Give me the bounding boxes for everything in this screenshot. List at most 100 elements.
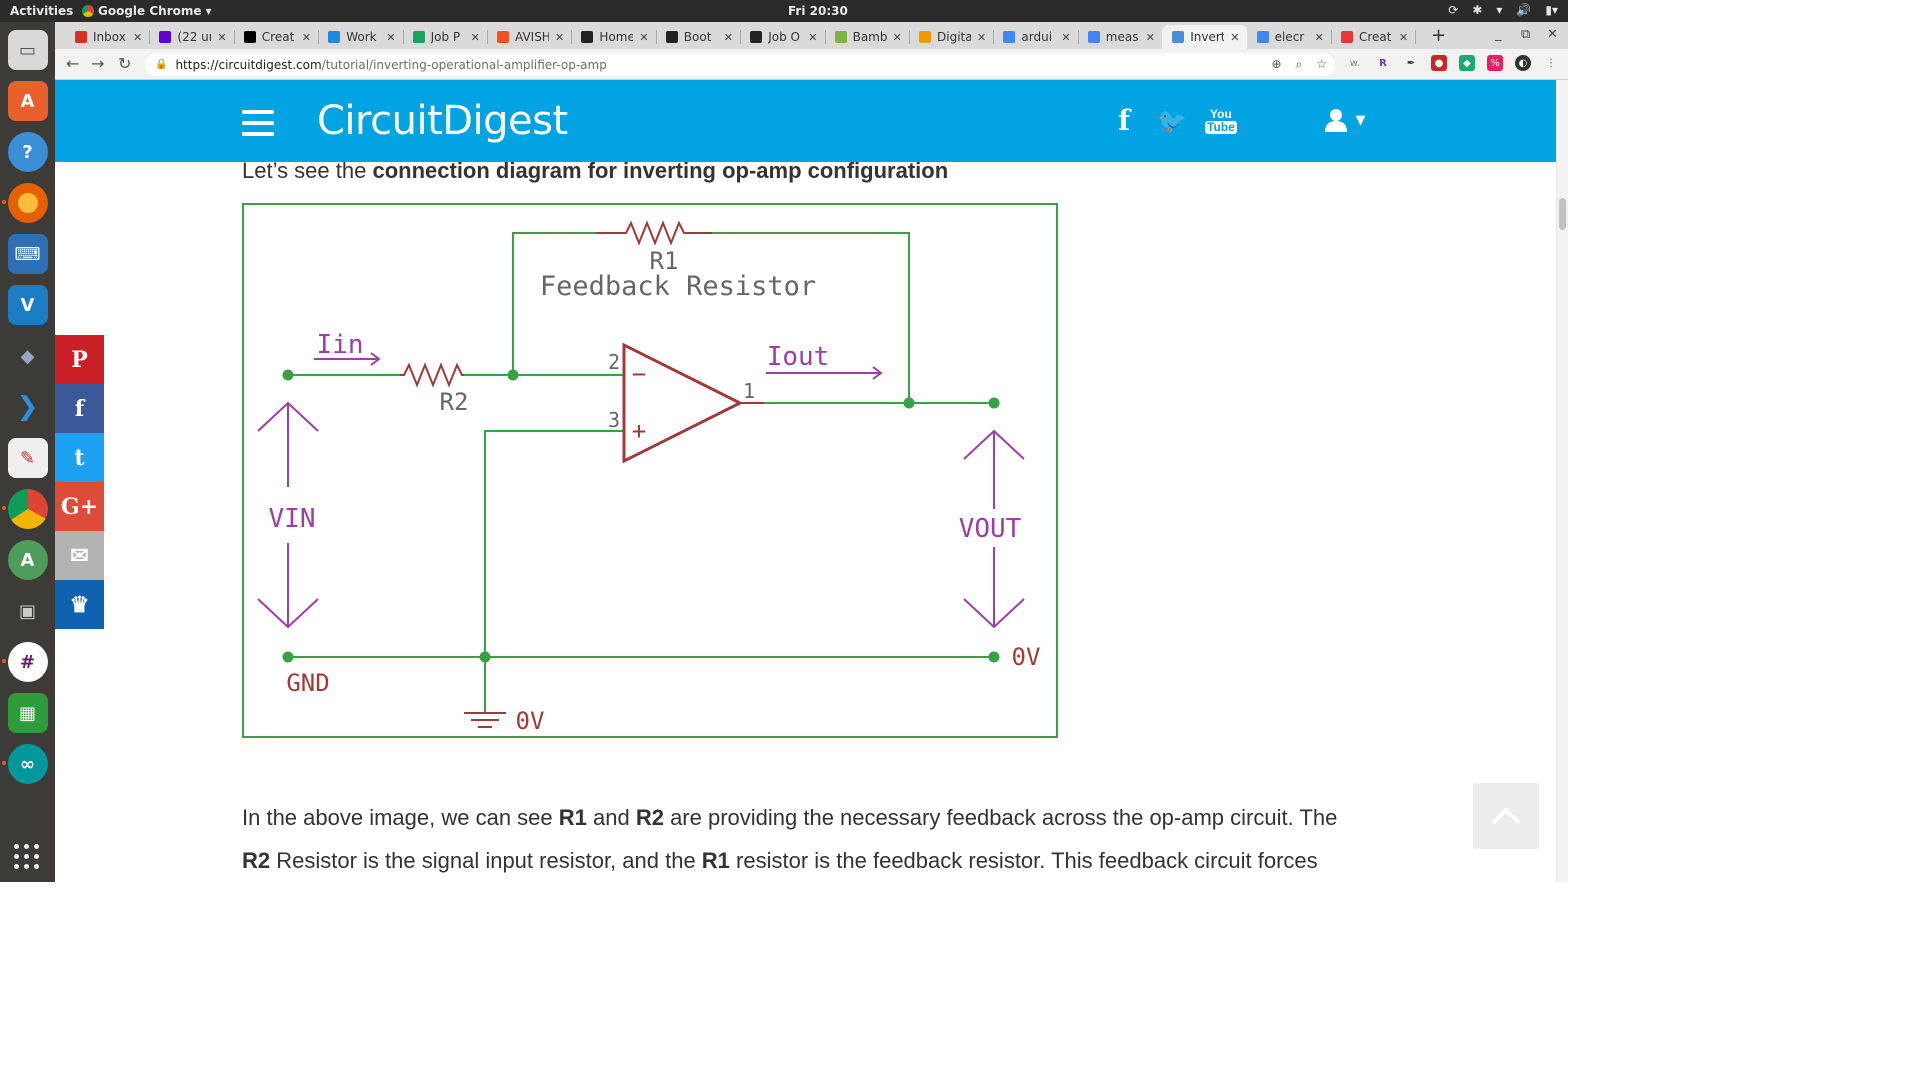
software-center-icon[interactable]: A [7,81,48,121]
wifi-icon[interactable]: ▾ [1496,3,1503,17]
close-tab-icon[interactable]: ✕ [1314,30,1324,44]
user-account-menu[interactable]: ▼ [1325,108,1365,136]
minimize-button[interactable]: _ [1495,27,1502,42]
chrome-menu-icon[interactable]: ⋮ [1546,57,1556,69]
browser-tab[interactable]: Job P✕ [403,25,487,49]
facebook-icon[interactable]: f [1118,104,1131,137]
pink-extension-icon[interactable]: % [1487,55,1503,71]
close-tab-icon[interactable]: ✕ [217,30,227,44]
close-tab-icon[interactable]: ✕ [808,30,818,44]
browser-tab[interactable]: Creat✕ [234,25,318,49]
close-tab-icon[interactable]: ✕ [1230,30,1240,44]
site-logo[interactable]: CircuitDigest [317,98,568,144]
browser-tab[interactable]: Work✕ [318,25,402,49]
email-share-icon[interactable]: ✉ [55,531,104,580]
op-amp-triangle [622,342,744,464]
vue-code-icon[interactable]: V [7,285,48,325]
twitter-share-icon[interactable]: t [55,433,104,482]
slack-icon[interactable]: # [1,642,48,682]
reload-button[interactable]: ↻ [118,54,132,73]
hamburger-menu-icon[interactable] [242,110,274,136]
browser-tab[interactable]: Invert✕ [1162,25,1247,49]
slack-tray-icon[interactable]: ✱ [1472,3,1483,17]
sumome-share-icon[interactable]: ♛ [55,580,104,629]
junction-node [282,369,294,381]
close-tab-icon[interactable]: ✕ [470,30,480,44]
chrome-icon[interactable] [1,489,48,529]
sync-icon[interactable]: ⟳ [1448,3,1459,17]
translate-icon[interactable]: ⊕ [1271,57,1282,71]
twitter-icon[interactable]: 🐦 [1157,106,1187,135]
youtube-icon[interactable]: You Tube [1205,107,1237,134]
facebook-share-icon[interactable]: f [55,384,104,433]
close-tab-icon[interactable]: ✕ [892,30,902,44]
battery-icon[interactable]: ▮▾ [1545,3,1558,17]
close-tab-icon[interactable]: ✕ [1145,30,1156,44]
vscode-icon[interactable]: ❯ [16,392,39,422]
restore-button[interactable]: ⧉ [1521,27,1531,42]
scroll-to-top-button[interactable] [1473,783,1539,849]
lock-icon[interactable]: 🔒 [155,59,168,70]
green-extension-icon[interactable]: ◆ [1459,55,1475,71]
forward-button[interactable]: → [91,54,105,73]
browser-tab[interactable]: Inbox✕ [65,25,149,49]
new-tab-button[interactable]: + [1431,25,1447,46]
browser-tab[interactable]: meas✕ [1078,25,1162,49]
close-tab-icon[interactable]: ✕ [977,30,987,44]
tab-separator [824,30,826,44]
browser-tab[interactable]: Boot✕ [656,25,740,49]
close-tab-icon[interactable]: ✕ [723,30,734,44]
app-menu[interactable]: Google Chrome ▾ [82,4,212,18]
browser-tab[interactable]: (22 un✕ [149,25,233,49]
document-viewer-icon[interactable]: ✎ [7,438,48,478]
browser-tab[interactable]: Digita✕ [909,25,993,49]
android-studio-icon[interactable]: A [7,540,48,580]
system-tray[interactable]: ⟳ ✱ ▾ 🔊 ▮▾ [1448,3,1558,17]
show-applications-icon[interactable] [14,844,40,870]
close-tab-icon[interactable]: ✕ [133,30,143,44]
junction-node [903,397,915,409]
close-tab-icon[interactable]: ✕ [1399,30,1409,44]
page-scrollbar[interactable] [1556,80,1568,882]
browser-tab[interactable]: Bamb✕ [825,25,909,49]
chip-app-icon[interactable]: ▣ [18,600,36,622]
feather-extension-icon[interactable]: ✒ [1406,57,1416,69]
zoom-icon[interactable]: ⌕ [1295,57,1303,71]
tab-separator [1415,30,1417,44]
bookmark-star-icon[interactable]: ☆ [1316,57,1327,71]
browser-tab[interactable]: ardui✕ [993,25,1077,49]
arduino-icon[interactable]: ∞ [1,744,48,784]
browser-tab[interactable]: Home✕ [571,25,655,49]
feedback-resistor-label: Feedback Resistor [540,271,816,302]
files-icon[interactable]: ▭ [7,30,48,70]
github-icon [750,31,763,43]
close-tab-icon[interactable]: ✕ [301,30,312,44]
tab-separator [655,30,657,44]
diamond-app-icon[interactable]: ◆ [20,345,35,367]
profile-avatar[interactable]: ◐ [1515,55,1531,71]
help-icon[interactable]: ? [7,132,48,172]
close-window-button[interactable]: ✕ [1547,27,1558,42]
scrollbar-thumb[interactable] [1559,198,1566,230]
browser-tab[interactable]: AVISH✕ [487,25,571,49]
activities-button[interactable]: Activities [10,4,74,18]
close-tab-icon[interactable]: ✕ [386,30,396,44]
browser-tab[interactable]: Creat✕ [1331,25,1415,49]
clock[interactable]: Fri 20:30 [788,4,848,18]
close-tab-icon[interactable]: ✕ [639,30,649,44]
browser-tab[interactable]: elecr✕ [1247,25,1331,49]
close-tab-icon[interactable]: ✕ [1061,30,1071,44]
spreadsheet-icon[interactable]: ▦ [7,693,48,733]
wappalyzer-extension-icon[interactable]: w. [1349,57,1361,69]
close-tab-icon[interactable]: ✕ [555,30,565,44]
googleplus-share-icon[interactable]: G+ [55,482,104,531]
back-button[interactable]: ← [66,54,80,73]
volume-icon[interactable]: 🔊 [1516,3,1532,17]
browser-tab[interactable]: Job O✕ [740,25,824,49]
r-extension-icon[interactable]: R [1379,57,1387,69]
firefox-icon[interactable] [1,183,48,223]
address-bar[interactable]: 🔒 https://circuitdigest.com/tutorial/inv… [145,53,1335,76]
remote-desktop-icon[interactable]: ⌨ [7,234,48,274]
pinterest-share-icon[interactable]: P [55,335,104,384]
badge-extension-icon[interactable]: ● [1431,55,1447,71]
